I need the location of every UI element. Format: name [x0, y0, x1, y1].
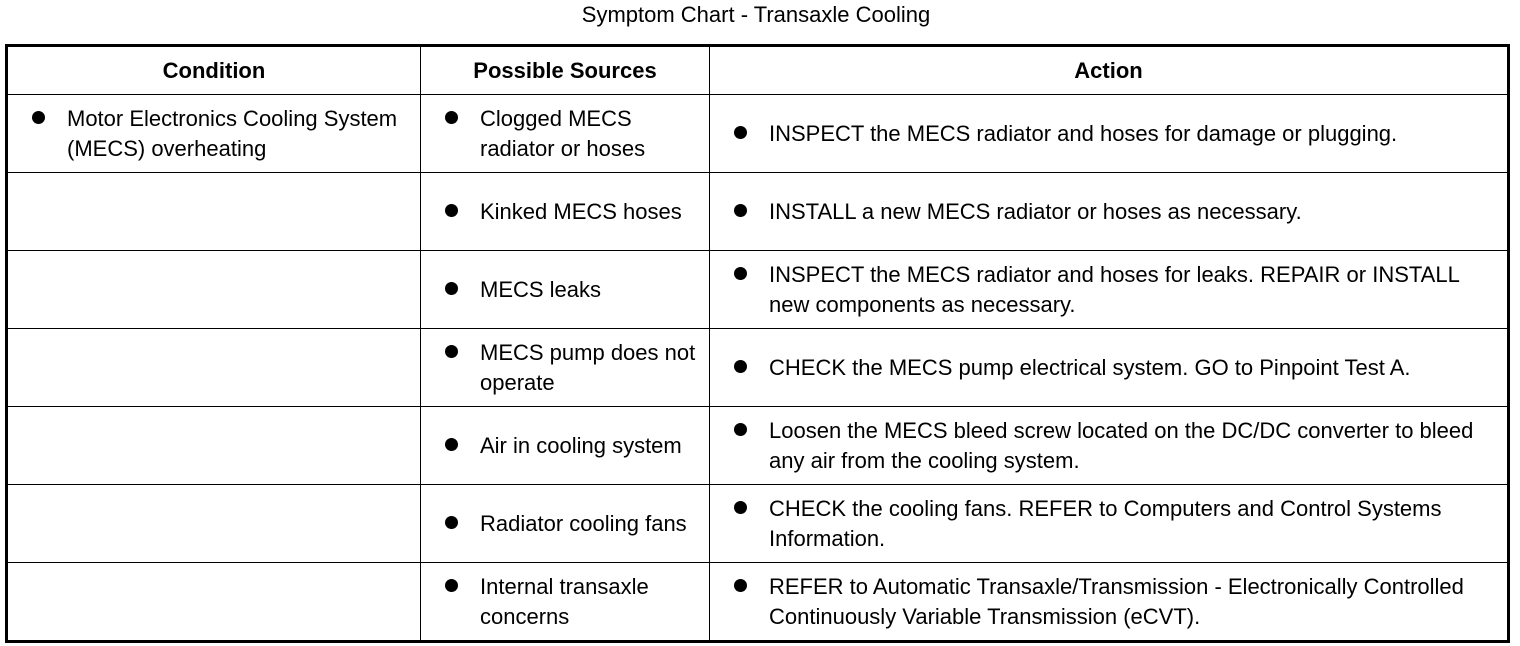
source-cell-content: MECS leaks — [421, 275, 709, 305]
symptom-chart-table: Condition Possible Sources Action Motor … — [5, 44, 1510, 643]
bullet-icon — [734, 260, 769, 290]
action-cell-text: REFER to Automatic Transaxle/Transmissio… — [769, 573, 1464, 629]
table-row: Air in cooling system Loosen the MECS ble… — [6, 406, 1509, 485]
source-cell: Clogged MECS radiator or hoses — [420, 94, 710, 173]
bullet-icon — [445, 104, 480, 134]
action-cell-text: INSTALL a new MECS radiator or hoses as … — [769, 198, 1302, 224]
condition-cell: Motor Electronics Cooling System (MECS) … — [6, 94, 421, 173]
table-row: Internal transaxle concerns REFER to Auto… — [6, 562, 1509, 642]
source-cell: Kinked MECS hoses — [420, 172, 710, 251]
source-cell-text: Internal transaxle concerns — [480, 573, 649, 629]
bullet-icon — [734, 119, 769, 149]
action-cell: REFER to Automatic Transaxle/Transmissio… — [709, 562, 1509, 642]
source-cell-content: Radiator cooling fans — [421, 509, 709, 539]
source-cell: Radiator cooling fans — [420, 484, 710, 563]
source-cell-content: MECS pump does not operate — [421, 338, 709, 398]
action-cell-text: CHECK the cooling fans. REFER to Compute… — [769, 495, 1442, 551]
condition-cell-content: Motor Electronics Cooling System (MECS) … — [8, 104, 420, 164]
table-row: Motor Electronics Cooling System (MECS) … — [6, 94, 1509, 173]
bullet-icon — [734, 353, 769, 383]
source-cell-content: Clogged MECS radiator or hoses — [421, 104, 709, 164]
bullet-icon — [445, 509, 480, 539]
condition-cell — [6, 562, 421, 642]
action-cell-content: INSPECT the MECS radiator and hoses for … — [710, 260, 1507, 320]
action-cell: CHECK the cooling fans. REFER to Compute… — [709, 484, 1509, 563]
bullet-icon — [734, 197, 769, 227]
source-cell-text: Kinked MECS hoses — [480, 198, 682, 224]
table-row: Radiator cooling fans CHECK the cooling f… — [6, 484, 1509, 563]
bullet-icon — [445, 431, 480, 461]
bullet-icon — [734, 494, 769, 524]
condition-cell — [6, 328, 421, 407]
action-cell: INSTALL a new MECS radiator or hoses as … — [709, 172, 1509, 251]
bullet-icon — [734, 572, 769, 602]
source-cell-content: Internal transaxle concerns — [421, 572, 709, 632]
condition-cell — [6, 172, 421, 251]
action-cell-content: CHECK the MECS pump electrical system. G… — [710, 353, 1507, 383]
bullet-icon — [734, 416, 769, 446]
source-cell: Air in cooling system — [420, 406, 710, 485]
source-cell-text: MECS leaks — [480, 276, 602, 302]
action-cell-content: INSTALL a new MECS radiator or hoses as … — [710, 197, 1507, 227]
condition-cell — [6, 250, 421, 329]
bullet-icon — [445, 197, 480, 227]
bullet-icon — [32, 104, 67, 134]
action-cell: INSPECT the MECS radiator and hoses for … — [709, 94, 1509, 173]
source-cell-content: Air in cooling system — [421, 431, 709, 461]
source-cell: Internal transaxle concerns — [420, 562, 710, 642]
source-cell-text: Clogged MECS radiator or hoses — [480, 105, 646, 161]
column-header-condition: Condition — [6, 45, 421, 95]
action-cell-content: CHECK the cooling fans. REFER to Compute… — [710, 494, 1507, 554]
source-cell-text: Air in cooling system — [480, 432, 682, 458]
column-header-action: Action — [709, 45, 1509, 95]
action-cell-text: Loosen the MECS bleed screw located on t… — [769, 417, 1474, 473]
condition-cell — [6, 484, 421, 563]
action-cell-text: INSPECT the MECS radiator and hoses for … — [769, 120, 1398, 146]
action-cell-text: CHECK the MECS pump electrical system. G… — [769, 354, 1411, 380]
action-cell-content: REFER to Automatic Transaxle/Transmissio… — [710, 572, 1507, 632]
table-row: Kinked MECS hoses INSTALL a new MECS radi… — [6, 172, 1509, 251]
header-row: Condition Possible Sources Action — [6, 45, 1509, 95]
condition-cell — [6, 406, 421, 485]
bullet-icon — [445, 338, 480, 368]
source-cell-text: MECS pump does not operate — [480, 339, 696, 395]
source-cell-text: Radiator cooling fans — [480, 510, 687, 536]
action-cell: Loosen the MECS bleed screw located on t… — [709, 406, 1509, 485]
page-title: Symptom Chart - Transaxle Cooling — [581, 2, 931, 27]
action-cell-content: Loosen the MECS bleed screw located on t… — [710, 416, 1507, 476]
source-cell-content: Kinked MECS hoses — [421, 197, 709, 227]
source-cell: MECS pump does not operate — [420, 328, 710, 407]
action-cell-text: INSPECT the MECS radiator and hoses for … — [769, 261, 1460, 317]
column-header-possible-sources: Possible Sources — [420, 45, 710, 95]
action-cell: INSPECT the MECS radiator and hoses for … — [709, 250, 1509, 329]
bullet-icon — [445, 572, 480, 602]
source-cell: MECS leaks — [420, 250, 710, 329]
table-row: MECS pump does not operate CHECK the MECS… — [6, 328, 1509, 407]
condition-cell-text: Motor Electronics Cooling System (MECS) … — [67, 105, 398, 161]
action-cell-content: INSPECT the MECS radiator and hoses for … — [710, 119, 1507, 149]
bullet-icon — [445, 275, 480, 305]
action-cell: CHECK the MECS pump electrical system. G… — [709, 328, 1509, 407]
table-row: MECS leaks INSPECT the MECS radiator and … — [6, 250, 1509, 329]
